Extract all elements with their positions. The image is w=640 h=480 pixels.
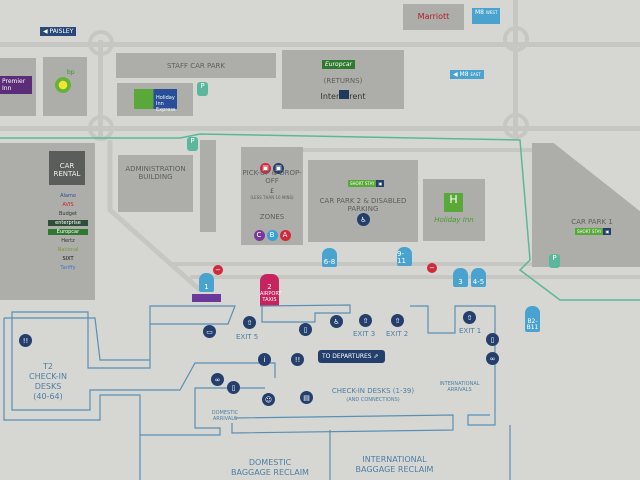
accessibility-icon: ♿: [330, 315, 343, 328]
m8-west-sign: M8 WEST: [472, 8, 501, 24]
toilets-icon: !!: [19, 334, 32, 347]
baby-change-icon: ☺: [262, 393, 275, 406]
marriott: Marriott: [403, 4, 464, 30]
paisley-sign: ◀ PAISLEY: [40, 27, 77, 36]
staff-car-park: STAFF CAR PARK: [116, 53, 276, 78]
administration-building: ADMINISTRATION BUILDING: [118, 155, 193, 212]
to-departures-sign: TO DEPARTURES ⇗: [318, 350, 385, 363]
m8-east-sign: ◀ M8 EAST: [450, 70, 484, 79]
bus-stop-3[interactable]: 3: [453, 268, 468, 287]
exit-icon[interactable]: ⇧: [243, 316, 256, 329]
holiday-inn-express: Holiday Inn Express: [117, 83, 193, 116]
bin-icon: ▯: [486, 333, 499, 346]
holiday-inn: H Holiday Inn: [423, 179, 485, 241]
atm-icon: ∞: [211, 373, 224, 386]
bp-logo: [55, 77, 71, 93]
premier-inn: Premier Inn: [0, 58, 36, 116]
bp-station: bp: [43, 57, 87, 116]
pick-up-drop-off: ▣▣ PICK-UP & DROP-OFF £ (LESS THAN 10 MI…: [241, 147, 303, 245]
bus-stop-1[interactable]: 1: [199, 273, 214, 292]
no-entry-icon: −: [213, 265, 223, 275]
bus-stop-9-11[interactable]: 9-11: [397, 247, 412, 266]
no-entry-icon: −: [427, 263, 437, 273]
bus-stop-4-5[interactable]: 4-5: [471, 268, 486, 287]
toilets-icon: !!: [291, 353, 304, 366]
car-rental-area: CAR RENTAL Alamo AVIS Budget enterprise …: [0, 143, 95, 300]
bus-stop-b2-b11[interactable]: B2-B11: [525, 306, 540, 332]
exit-icon[interactable]: ⇧: [463, 311, 476, 324]
exit-icon[interactable]: ⇧: [391, 314, 404, 327]
parking-icon: P: [187, 137, 198, 151]
terminal-outline: [3, 304, 511, 480]
bin-icon: ▯: [227, 381, 240, 394]
bus-stop-6-8[interactable]: 6-8: [322, 248, 337, 267]
car-park-2: SHORT STAY▣ CAR PARK 2 & DISABLED PARKIN…: [308, 160, 418, 242]
trolley-icon: ▭: [203, 325, 216, 338]
exit-icon[interactable]: ⇧: [359, 314, 372, 327]
shop-icon: ▤: [300, 391, 313, 404]
lift-icon: ▯: [299, 323, 312, 336]
atm-icon: ∞: [486, 352, 499, 365]
parking-icon: P: [197, 82, 208, 96]
information-icon[interactable]: i: [258, 353, 271, 366]
parking-icon: P: [549, 254, 560, 268]
